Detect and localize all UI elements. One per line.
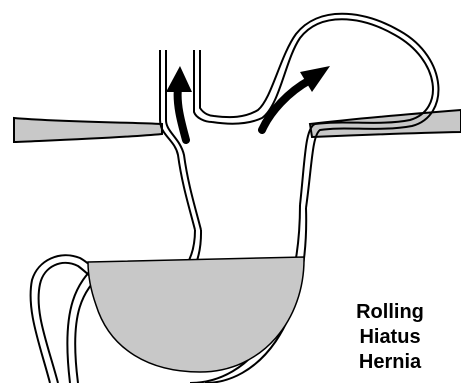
diaphragm-left xyxy=(14,118,162,142)
caption-line-3: Hernia xyxy=(330,350,450,375)
caption-line-2: Hiatus xyxy=(330,325,450,350)
gastric-fluid xyxy=(88,257,304,372)
caption-line-1: Rolling xyxy=(330,300,450,325)
diagram-caption: Rolling Hiatus Hernia xyxy=(330,300,450,375)
arrow-curved-up-right-icon xyxy=(262,66,330,130)
